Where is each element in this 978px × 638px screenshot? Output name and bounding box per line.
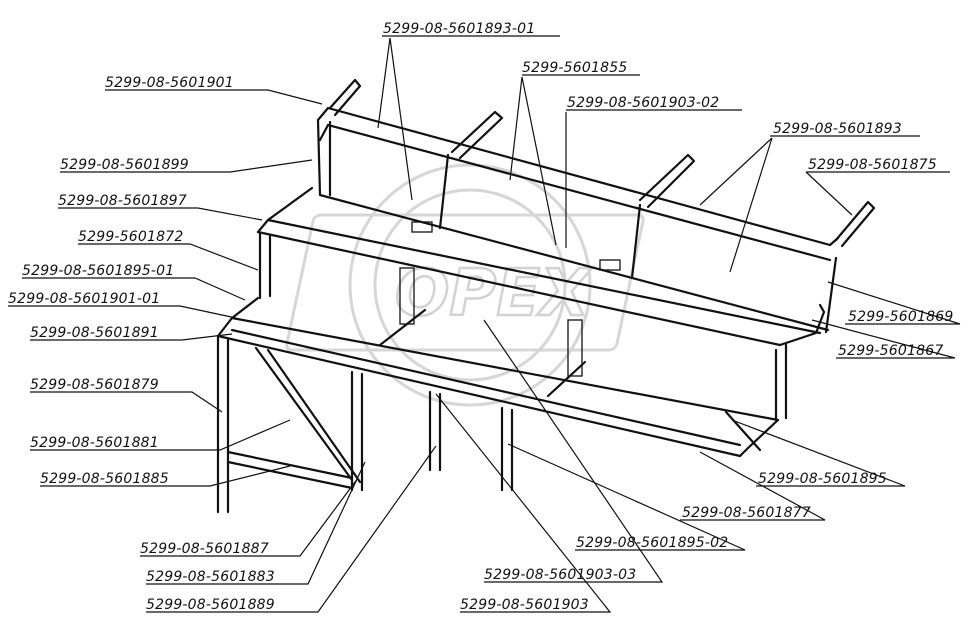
- frame-structure: [216, 78, 876, 514]
- part-label: 5299-08-5601885: [40, 471, 169, 487]
- part-label: 5299-08-5601893-01: [383, 21, 535, 37]
- part-label: 5299-08-5601895: [758, 471, 887, 487]
- part-label: 5299-08-5601903-03: [484, 567, 636, 583]
- part-label: 5299-08-5601887: [140, 541, 269, 557]
- part-label: 5299-5601867: [838, 343, 943, 359]
- part-label: 5299-08-5601889: [146, 597, 275, 613]
- part-label: 5299-08-5601901: [105, 75, 234, 91]
- part-label: 5299-5601855: [522, 60, 627, 76]
- part-labels: 5299-08-5601893-01 5299-08-5601901 5299-…: [8, 21, 953, 613]
- part-label: 5299-5601869: [848, 309, 953, 325]
- part-label: 5299-08-5601881: [30, 435, 159, 451]
- leader-lines: [8, 35, 961, 613]
- part-label: 5299-08-5601901-01: [8, 291, 160, 307]
- part-label: 5299-08-5601893: [773, 121, 902, 137]
- part-label: 5299-08-5601879: [30, 377, 159, 393]
- part-label: 5299-08-5601897: [58, 193, 187, 209]
- part-label: 5299-08-5601891: [30, 325, 159, 341]
- part-label: 5299-5601872: [78, 229, 183, 245]
- part-label: 5299-08-5601903-02: [567, 95, 719, 111]
- part-label: 5299-08-5601895-02: [576, 535, 728, 551]
- part-label: 5299-08-5601877: [682, 505, 811, 521]
- part-label: 5299-08-5601875: [808, 157, 937, 173]
- part-label: 5299-08-5601883: [146, 569, 275, 585]
- part-label: 5299-08-5601895-01: [22, 263, 174, 279]
- part-label: 5299-08-5601899: [60, 157, 189, 173]
- part-label: 5299-08-5601903: [460, 597, 589, 613]
